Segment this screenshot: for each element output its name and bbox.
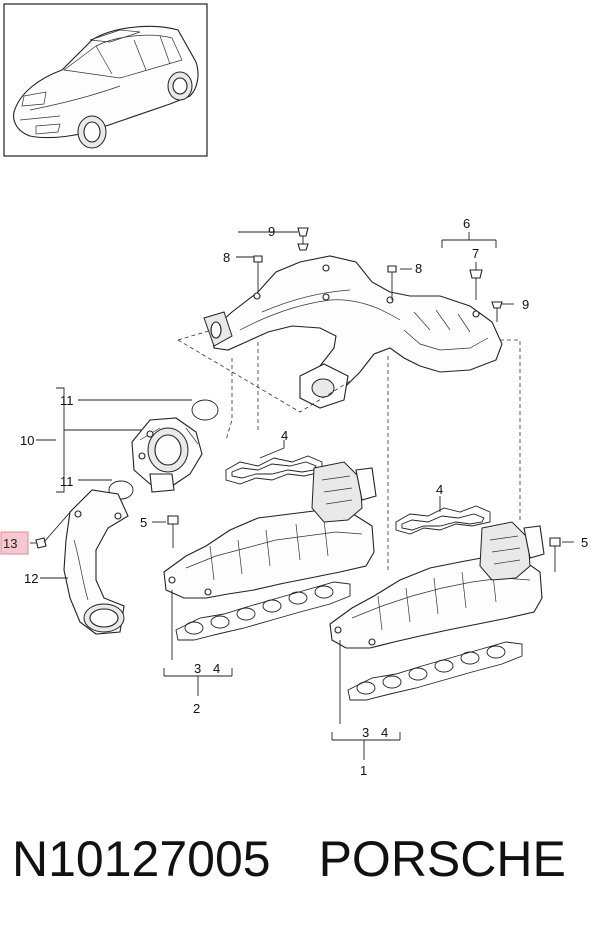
bolts-upper (253, 227, 503, 322)
callout-6: 6 (463, 216, 470, 231)
assembly-dashed-lines (177, 329, 521, 570)
callout-11-bottom: 11 (60, 474, 74, 489)
brand-name: PORSCHE (318, 831, 566, 887)
vehicle-thumbnail (3, 3, 208, 157)
callout-1: 1 (360, 763, 367, 778)
bolts-5 (167, 515, 561, 572)
gasket-4-left (225, 455, 323, 485)
vehicle-illustration (13, 25, 199, 149)
bolt-13 (35, 509, 73, 549)
callout-7: 7 (472, 246, 479, 261)
callout-11-top: 11 (60, 393, 74, 408)
callout-3-left: 3 (194, 661, 201, 676)
callout-8-left: 8 (223, 250, 230, 265)
o-rings (108, 399, 219, 500)
bolt-5-right (549, 537, 561, 572)
callout-3-right: 3 (362, 725, 369, 740)
callout-13: 13 (3, 536, 17, 551)
footer-caption: N10127005 PORSCHE (12, 830, 592, 888)
callout-4-right: 4 (436, 482, 443, 497)
intake-pipe (63, 489, 129, 635)
bolt-9-top (297, 227, 309, 251)
callout-9-right: 9 (522, 297, 529, 312)
throttle-body (131, 417, 203, 493)
callout-8-right: 8 (415, 261, 422, 276)
callout-2: 2 (193, 701, 200, 716)
gasket-4-right (395, 505, 491, 535)
bolt-5-left (167, 515, 179, 548)
callout-13-highlight: 13 (0, 531, 29, 555)
callout-12: 12 (24, 571, 38, 586)
callout-9-top: 9 (268, 224, 275, 239)
bolt-7 (469, 269, 483, 300)
callout-4-left: 4 (281, 428, 288, 443)
bolt-9-right (491, 301, 503, 322)
leader-lines (30, 231, 574, 760)
bolt-8-left (253, 255, 263, 292)
callout-4-right-bottom: 4 (381, 725, 388, 740)
callout-4-left-bottom: 4 (213, 661, 220, 676)
callout-5-left: 5 (140, 515, 147, 530)
intake-manifold-lower-left (163, 461, 377, 599)
callout-10: 10 (20, 433, 34, 448)
intake-manifold-upper (203, 255, 503, 409)
callout-5-right: 5 (581, 535, 588, 550)
bolt-8-right (387, 265, 397, 300)
part-number: N10127005 (12, 831, 271, 887)
callout-labels: 9 8 6 7 8 9 11 10 4 11 4 5 5 12 3 4 2 3 … (0, 216, 588, 778)
gasket-3-right (347, 641, 523, 701)
intake-manifold-lower-right (329, 521, 545, 649)
gasket-3-left (175, 581, 351, 641)
